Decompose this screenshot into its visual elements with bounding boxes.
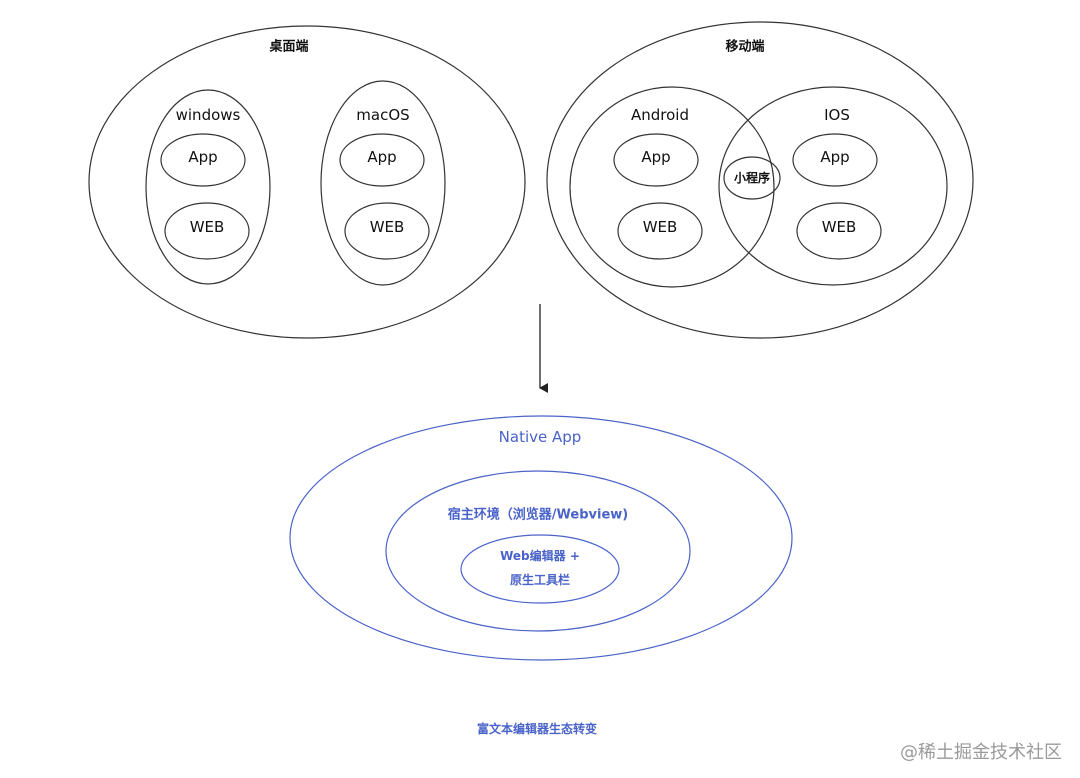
macos-app-label: App (367, 148, 396, 166)
mobile-ellipse (546, 21, 974, 339)
editor-ellipse (460, 534, 620, 604)
macos-app-ellipse (339, 133, 425, 187)
editor-label-line1: Web编辑器 + (500, 548, 580, 563)
windows-ellipse (145, 89, 271, 285)
editor-label-line2: 原生工具栏 (510, 572, 570, 587)
macos-label: macOS (356, 106, 409, 124)
android-app-label: App (641, 148, 670, 166)
native-app-group: Native App 宿主环境（浏览器/Webview) Web编辑器 + 原生… (289, 415, 793, 661)
windows-app-ellipse (160, 133, 246, 187)
windows-web-label: WEB (190, 218, 225, 236)
ios-web-label: WEB (822, 218, 857, 236)
ios-ellipse (718, 86, 948, 286)
ios-app-ellipse (792, 133, 878, 187)
native-app-label: Native App (499, 428, 582, 446)
macos-ellipse (320, 80, 446, 286)
windows-web-ellipse (164, 202, 250, 260)
android-web-label: WEB (643, 218, 678, 236)
host-env-ellipse (385, 470, 691, 632)
ios-app-label: App (820, 148, 849, 166)
desktop-group: 桌面端 windows App WEB macOS App WEB (88, 25, 526, 339)
diagram-caption: 富文本编辑器生态转变 (477, 721, 597, 736)
mini-program-ellipse (723, 156, 781, 200)
ios-web-ellipse (796, 202, 882, 260)
macos-web-label: WEB (370, 218, 405, 236)
mobile-label: 移动端 (725, 39, 764, 55)
host-env-label: 宿主环境（浏览器/Webview) (448, 507, 628, 523)
windows-app-label: App (188, 148, 217, 166)
android-web-ellipse (617, 202, 703, 260)
desktop-label: 桌面端 (269, 39, 308, 55)
macos-web-ellipse (344, 202, 430, 260)
android-label: Android (631, 106, 689, 124)
android-app-ellipse (613, 133, 699, 187)
mini-program-label: 小程序 (734, 170, 770, 185)
mobile-group: 移动端 Android App WEB IOS App WEB 小程序 (546, 21, 974, 339)
native-app-ellipse (289, 415, 793, 661)
desktop-ellipse (88, 25, 526, 339)
watermark: @稀土掘金技术社区 (900, 742, 1062, 763)
ios-label: IOS (824, 106, 850, 124)
windows-label: windows (176, 106, 241, 124)
android-ellipse (569, 86, 775, 288)
